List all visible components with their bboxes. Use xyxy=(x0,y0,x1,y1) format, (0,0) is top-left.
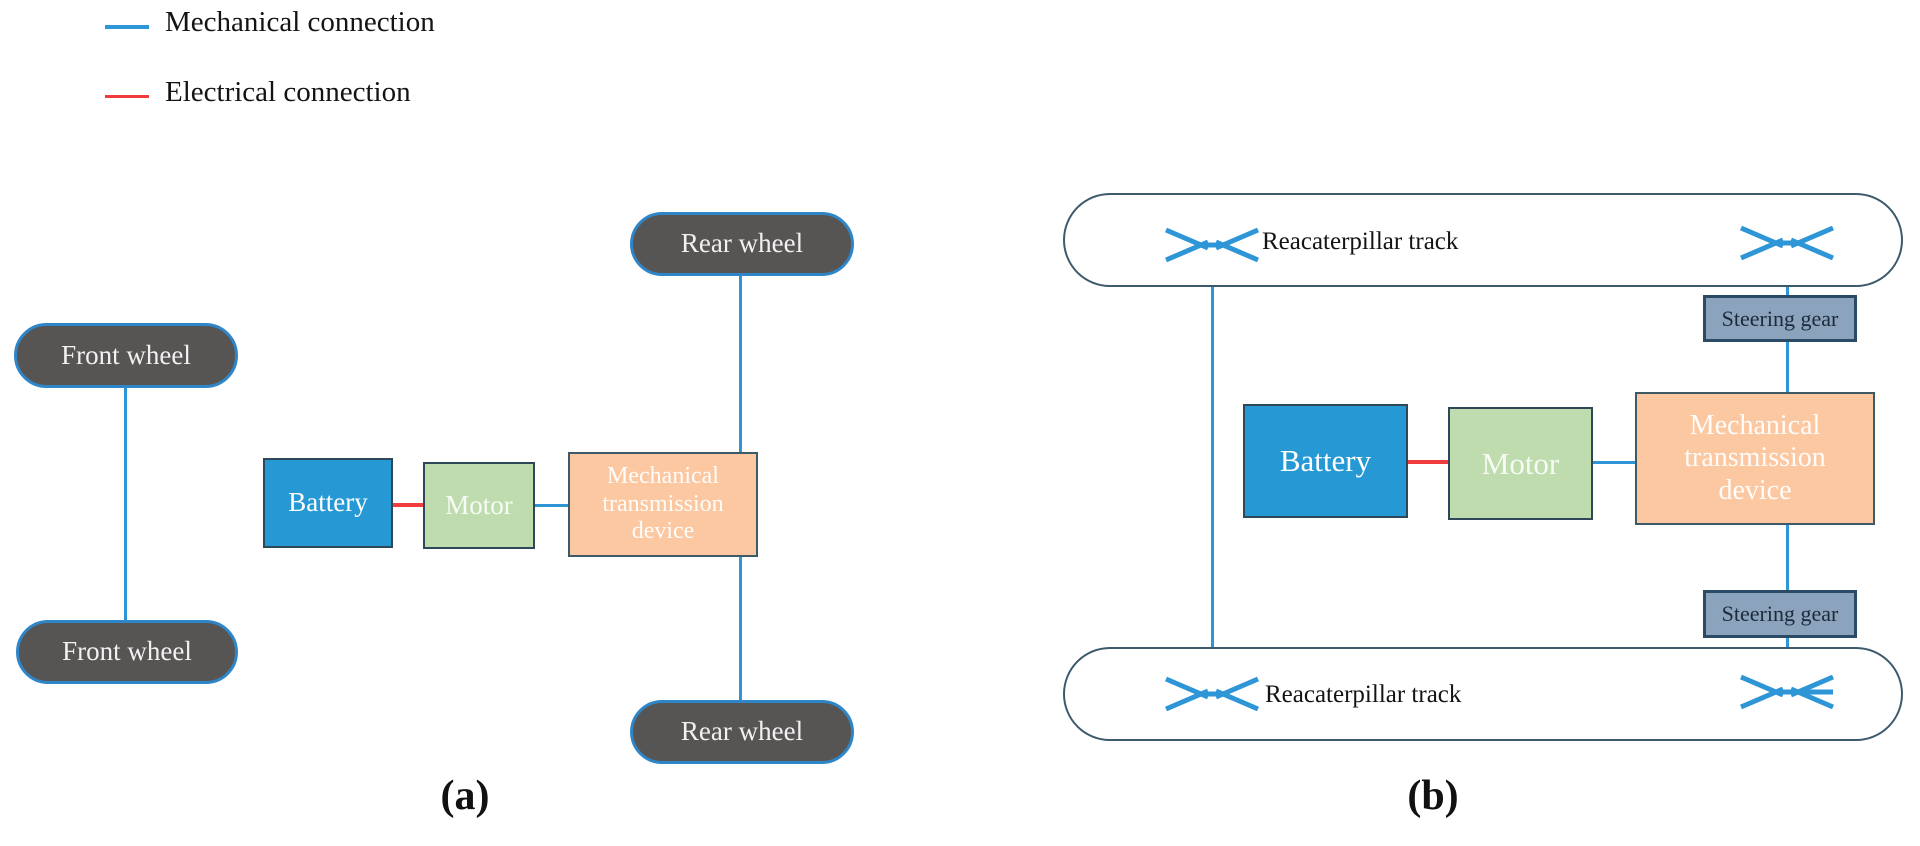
steering-transmission-top-line xyxy=(1786,342,1789,393)
track-top-label: Reacaterpillar track xyxy=(1262,228,1459,255)
rear-wheel-bottom-node: Rear wheel xyxy=(630,700,854,764)
rear-wheel-top-node: Rear wheel xyxy=(630,212,854,276)
battery-node-a: Battery xyxy=(263,458,393,548)
track-left-link-line xyxy=(1211,287,1214,647)
sprocket-icon-bottom-right xyxy=(1739,674,1835,710)
electrical-connection-swatch xyxy=(105,95,149,98)
battery-node-b: Battery xyxy=(1243,404,1408,518)
battery-motor-electrical-line-b xyxy=(1408,460,1448,464)
transmission-node-b: Mechanical transmission device xyxy=(1635,392,1875,525)
caption-b: (b) xyxy=(1407,773,1459,819)
battery-motor-electrical-line-a xyxy=(393,503,423,507)
mechanical-connection-swatch xyxy=(105,25,149,29)
sprocket-icon-top-left xyxy=(1164,227,1260,263)
legend-label-mechanical: Mechanical connection xyxy=(165,6,435,38)
transmission-steering-bottom-line xyxy=(1786,525,1789,591)
rear-wheel-top-link-line xyxy=(739,276,742,452)
transmission-node-a: Mechanical transmission device xyxy=(568,452,758,557)
track-steering-top-line xyxy=(1786,287,1789,296)
front-wheel-top-node: Front wheel xyxy=(14,323,238,388)
caption-a: (a) xyxy=(440,773,490,819)
motor-transmission-line-a xyxy=(535,504,568,507)
steering-gear-bottom-node: Steering gear xyxy=(1703,590,1857,638)
steering-track-bottom-line xyxy=(1786,638,1789,648)
steering-gear-top-node: Steering gear xyxy=(1703,295,1857,342)
sprocket-icon-bottom-left xyxy=(1164,676,1260,712)
front-axle-line xyxy=(124,388,127,620)
sprocket-icon-top-right xyxy=(1739,225,1835,261)
legend-label-electrical: Electrical connection xyxy=(165,76,411,108)
motor-transmission-line-b xyxy=(1593,461,1635,464)
rear-wheel-bottom-link-line xyxy=(739,557,742,700)
motor-node-b: Motor xyxy=(1448,407,1593,520)
track-bottom-label: Reacaterpillar track xyxy=(1265,681,1462,708)
front-wheel-bottom-node: Front wheel xyxy=(16,620,238,684)
motor-node-a: Motor xyxy=(423,462,535,549)
